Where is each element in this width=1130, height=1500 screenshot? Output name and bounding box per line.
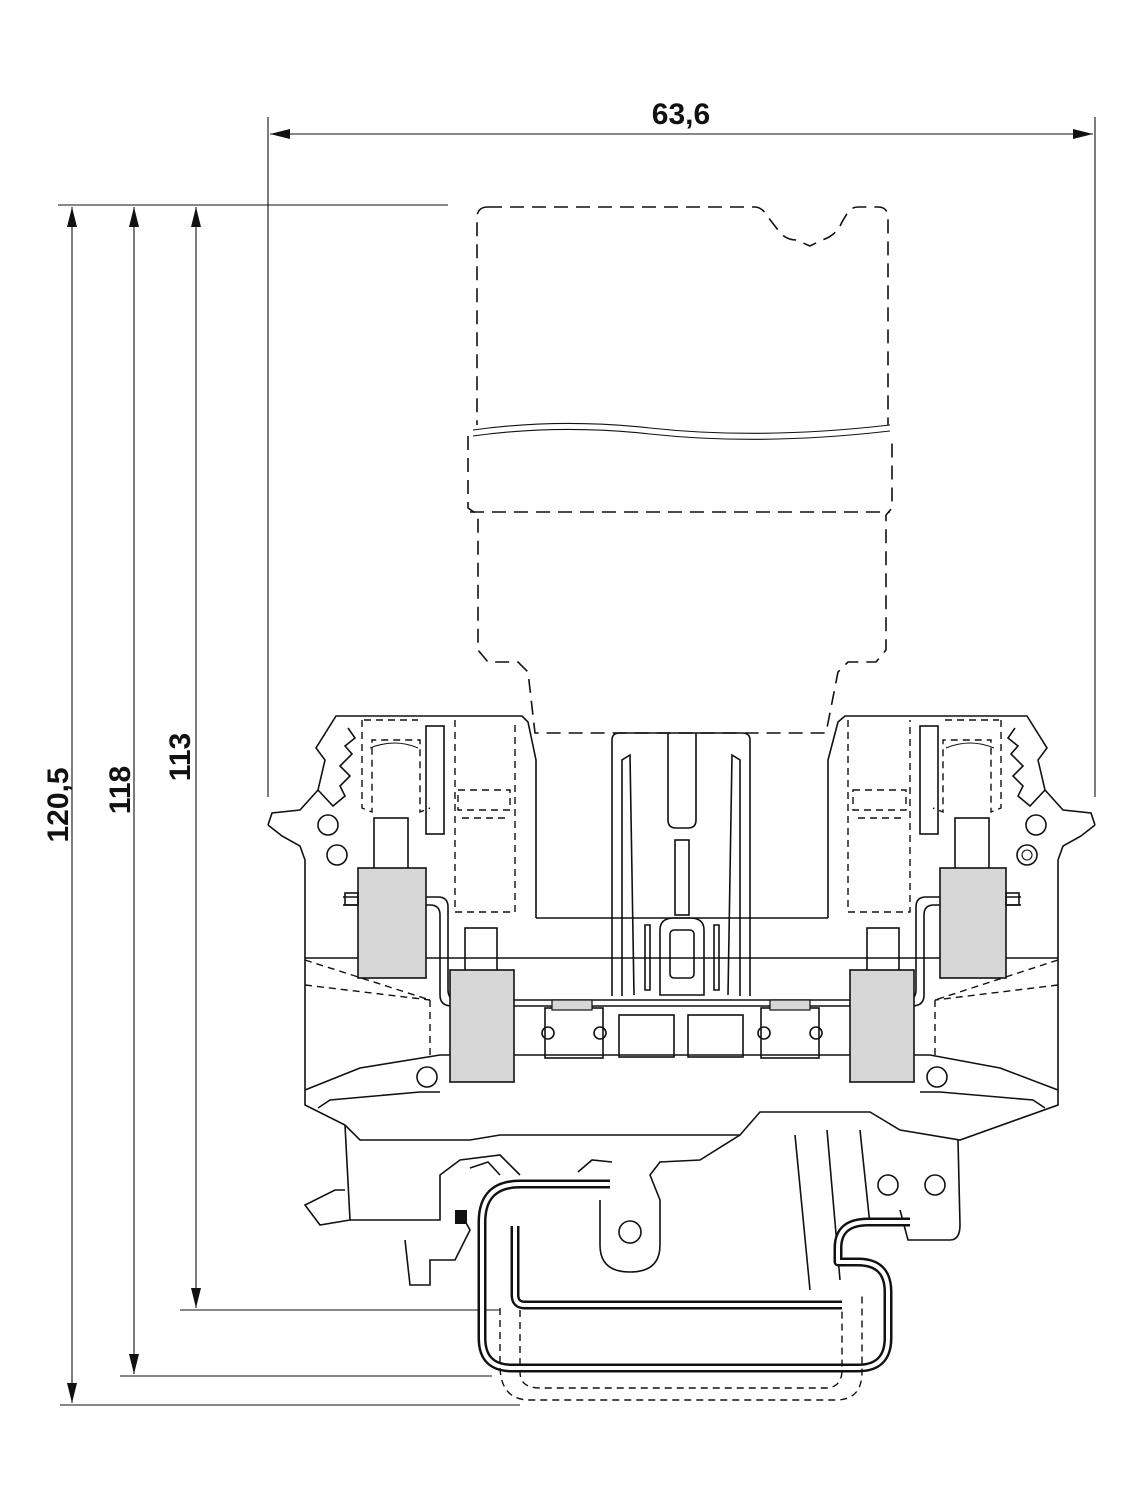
left-inner-clamp <box>425 720 516 1083</box>
right-outer-clamp <box>932 719 1020 979</box>
left-outer-clamp <box>344 719 431 979</box>
height-dimensions: 120,5 118 113 <box>42 204 520 1406</box>
height-label-rail: 118 <box>104 766 137 814</box>
din-rail <box>477 1179 910 1401</box>
width-dimension: 63,6 <box>267 98 1096 797</box>
right-inner-clamp <box>847 720 939 1083</box>
width-label: 63,6 <box>652 98 710 131</box>
plug-in-module-outline <box>467 206 893 734</box>
height-label-overall: 120,5 <box>42 767 75 842</box>
height-label-body: 113 <box>164 733 197 781</box>
centre-plug-receptacle <box>611 732 751 996</box>
bus-bar <box>343 896 1021 1059</box>
